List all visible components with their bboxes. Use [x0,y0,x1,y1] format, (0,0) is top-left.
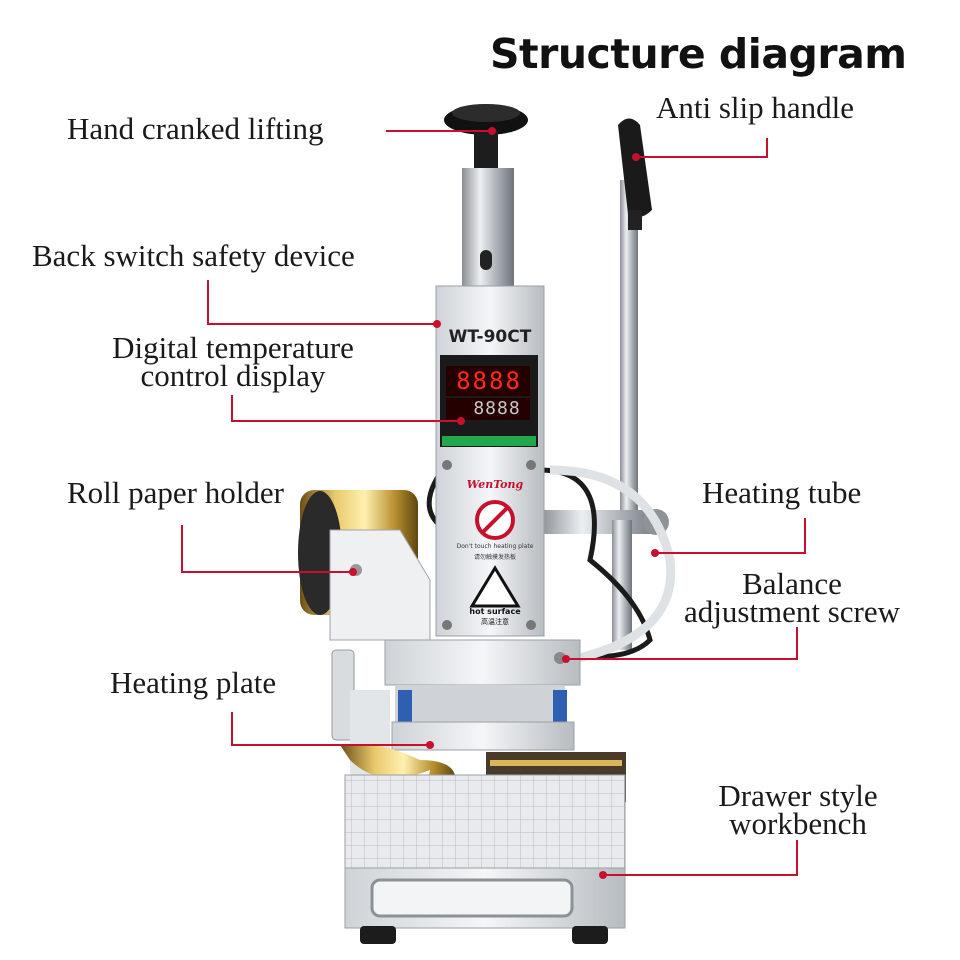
leader-anti-slip [636,138,768,158]
lever-handle [540,118,669,650]
brand-label: WenTong [466,478,524,491]
warning-text-cn: 请勿触摸发热板 [473,554,516,561]
display-digits-bottom: 8888 [473,398,521,419]
label-balance-line1: Balance [742,566,842,601]
model-label: WT-90CT [448,327,532,347]
display-digits-top: 8888 [456,367,522,395]
leader-balance [566,627,798,660]
label-digital-temp: Digital temperature control display [80,330,386,393]
label-balance-line2: adjustment screw [683,594,901,629]
head-housing [435,285,545,637]
label-balance: Balance adjustment screw [656,566,928,629]
label-back-switch: Back switch safety device [32,238,355,273]
label-digital-temp-line2: control display [140,358,326,393]
label-heating-tube: Heating tube [702,475,862,510]
label-drawer: Drawer style workbench [695,778,901,841]
label-heating-plate: Heating plate [110,665,277,700]
leader-roll-paper [181,525,353,573]
hot-surface-cn: 高温注意 [481,618,509,626]
crank-knob [444,104,528,286]
leader-heating-tube [655,518,806,554]
label-hand-crank: Hand cranked lifting [67,111,324,146]
label-roll-paper: Roll paper holder [67,475,284,510]
workbench [340,690,626,944]
leader-back-switch [207,280,437,325]
leader-digital-temp [231,395,461,422]
label-digital-temp-line1: Digital temperature [112,330,354,365]
heating-block [384,639,581,751]
diagram-title: Structure diagram [490,30,907,78]
leader-drawer [603,840,798,876]
leader-lines [181,130,806,876]
leader-dots [349,127,659,879]
label-drawer-line2: workbench [729,806,867,841]
leader-heating-plate [231,712,430,746]
label-drawer-line1: Drawer style [718,778,878,813]
label-anti-slip: Anti slip handle [656,90,855,125]
warning-text: Don't touch heating plate [456,543,534,550]
hot-surface-label: hot surface [469,607,521,616]
roll-paper [298,490,431,741]
